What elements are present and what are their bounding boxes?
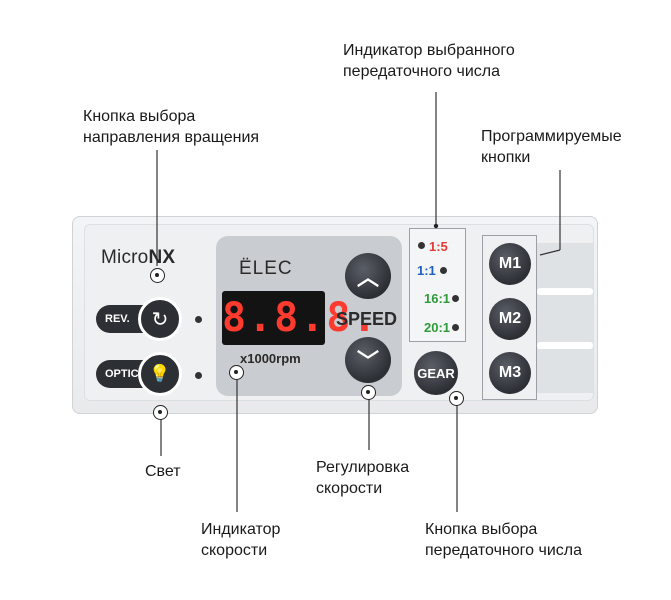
callout-speed-adjust: Регулировка скорости bbox=[316, 459, 410, 497]
gear-button[interactable]: GEAR bbox=[414, 351, 458, 395]
ratio-led-1-1 bbox=[440, 267, 447, 274]
panel-stripe bbox=[537, 342, 593, 349]
logo-text-light: Micro bbox=[101, 247, 149, 268]
gear-marker bbox=[449, 391, 464, 406]
elec-brand: ËLEC bbox=[239, 258, 293, 279]
panel-stripe bbox=[537, 288, 593, 295]
ratio-led-16-1 bbox=[452, 295, 459, 302]
speed-label: SPEED bbox=[336, 309, 398, 329]
chevron-up-icon: ︿ bbox=[356, 265, 379, 290]
rotation-direction-icon: ↻ bbox=[138, 297, 182, 341]
light-bulb-icon: 💡 bbox=[138, 352, 182, 396]
speed-display: 8.8.8. bbox=[222, 291, 377, 345]
speed-up-button[interactable]: ︿ bbox=[345, 253, 391, 299]
ratio-16-1: 16:1 bbox=[424, 291, 451, 306]
m2-button[interactable]: M2 bbox=[489, 298, 531, 340]
light-marker bbox=[153, 405, 168, 420]
direction-marker bbox=[150, 268, 165, 283]
optic-led bbox=[195, 372, 202, 379]
rev-led bbox=[195, 316, 202, 323]
speed-down-button[interactable]: ﹀ bbox=[345, 337, 391, 383]
callout-speed-indicator: Индикатор скорости bbox=[201, 521, 281, 559]
speed-indicator-marker bbox=[229, 365, 244, 380]
callout-ratio-indicator: Индикатор выбранного передаточного числа bbox=[343, 42, 515, 80]
programmable-buttons-box bbox=[482, 235, 537, 400]
rpm-unit-label: x1000rpm bbox=[240, 351, 301, 366]
ratio-led-20-1 bbox=[452, 324, 459, 331]
speed-adjust-marker bbox=[361, 385, 376, 400]
micronx-logo: MicroNX bbox=[101, 247, 175, 269]
callout-gear-button: Кнопка выбора передаточного числа bbox=[425, 521, 582, 559]
ratio-1-1: 1:1 bbox=[417, 263, 436, 278]
ratio-1-5: 1:5 bbox=[429, 239, 448, 254]
logo-text-bold: NX bbox=[148, 247, 176, 268]
optic-button[interactable]: OPTIC 💡 bbox=[96, 352, 182, 396]
callout-programmable: Программируемые кнопки bbox=[481, 128, 622, 166]
callout-direction-button: Кнопка выбора направления вращения bbox=[83, 108, 260, 146]
ratio-20-1: 20:1 bbox=[424, 320, 451, 335]
m1-button[interactable]: M1 bbox=[489, 243, 531, 285]
callout-light: Свет bbox=[145, 463, 181, 480]
rev-button[interactable]: REV. ↻ bbox=[96, 297, 182, 341]
programmable-panel-strip bbox=[537, 243, 593, 393]
ratio-led-1-5 bbox=[418, 242, 425, 249]
chevron-down-icon: ﹀ bbox=[356, 349, 379, 374]
m3-button[interactable]: M3 bbox=[489, 352, 531, 394]
